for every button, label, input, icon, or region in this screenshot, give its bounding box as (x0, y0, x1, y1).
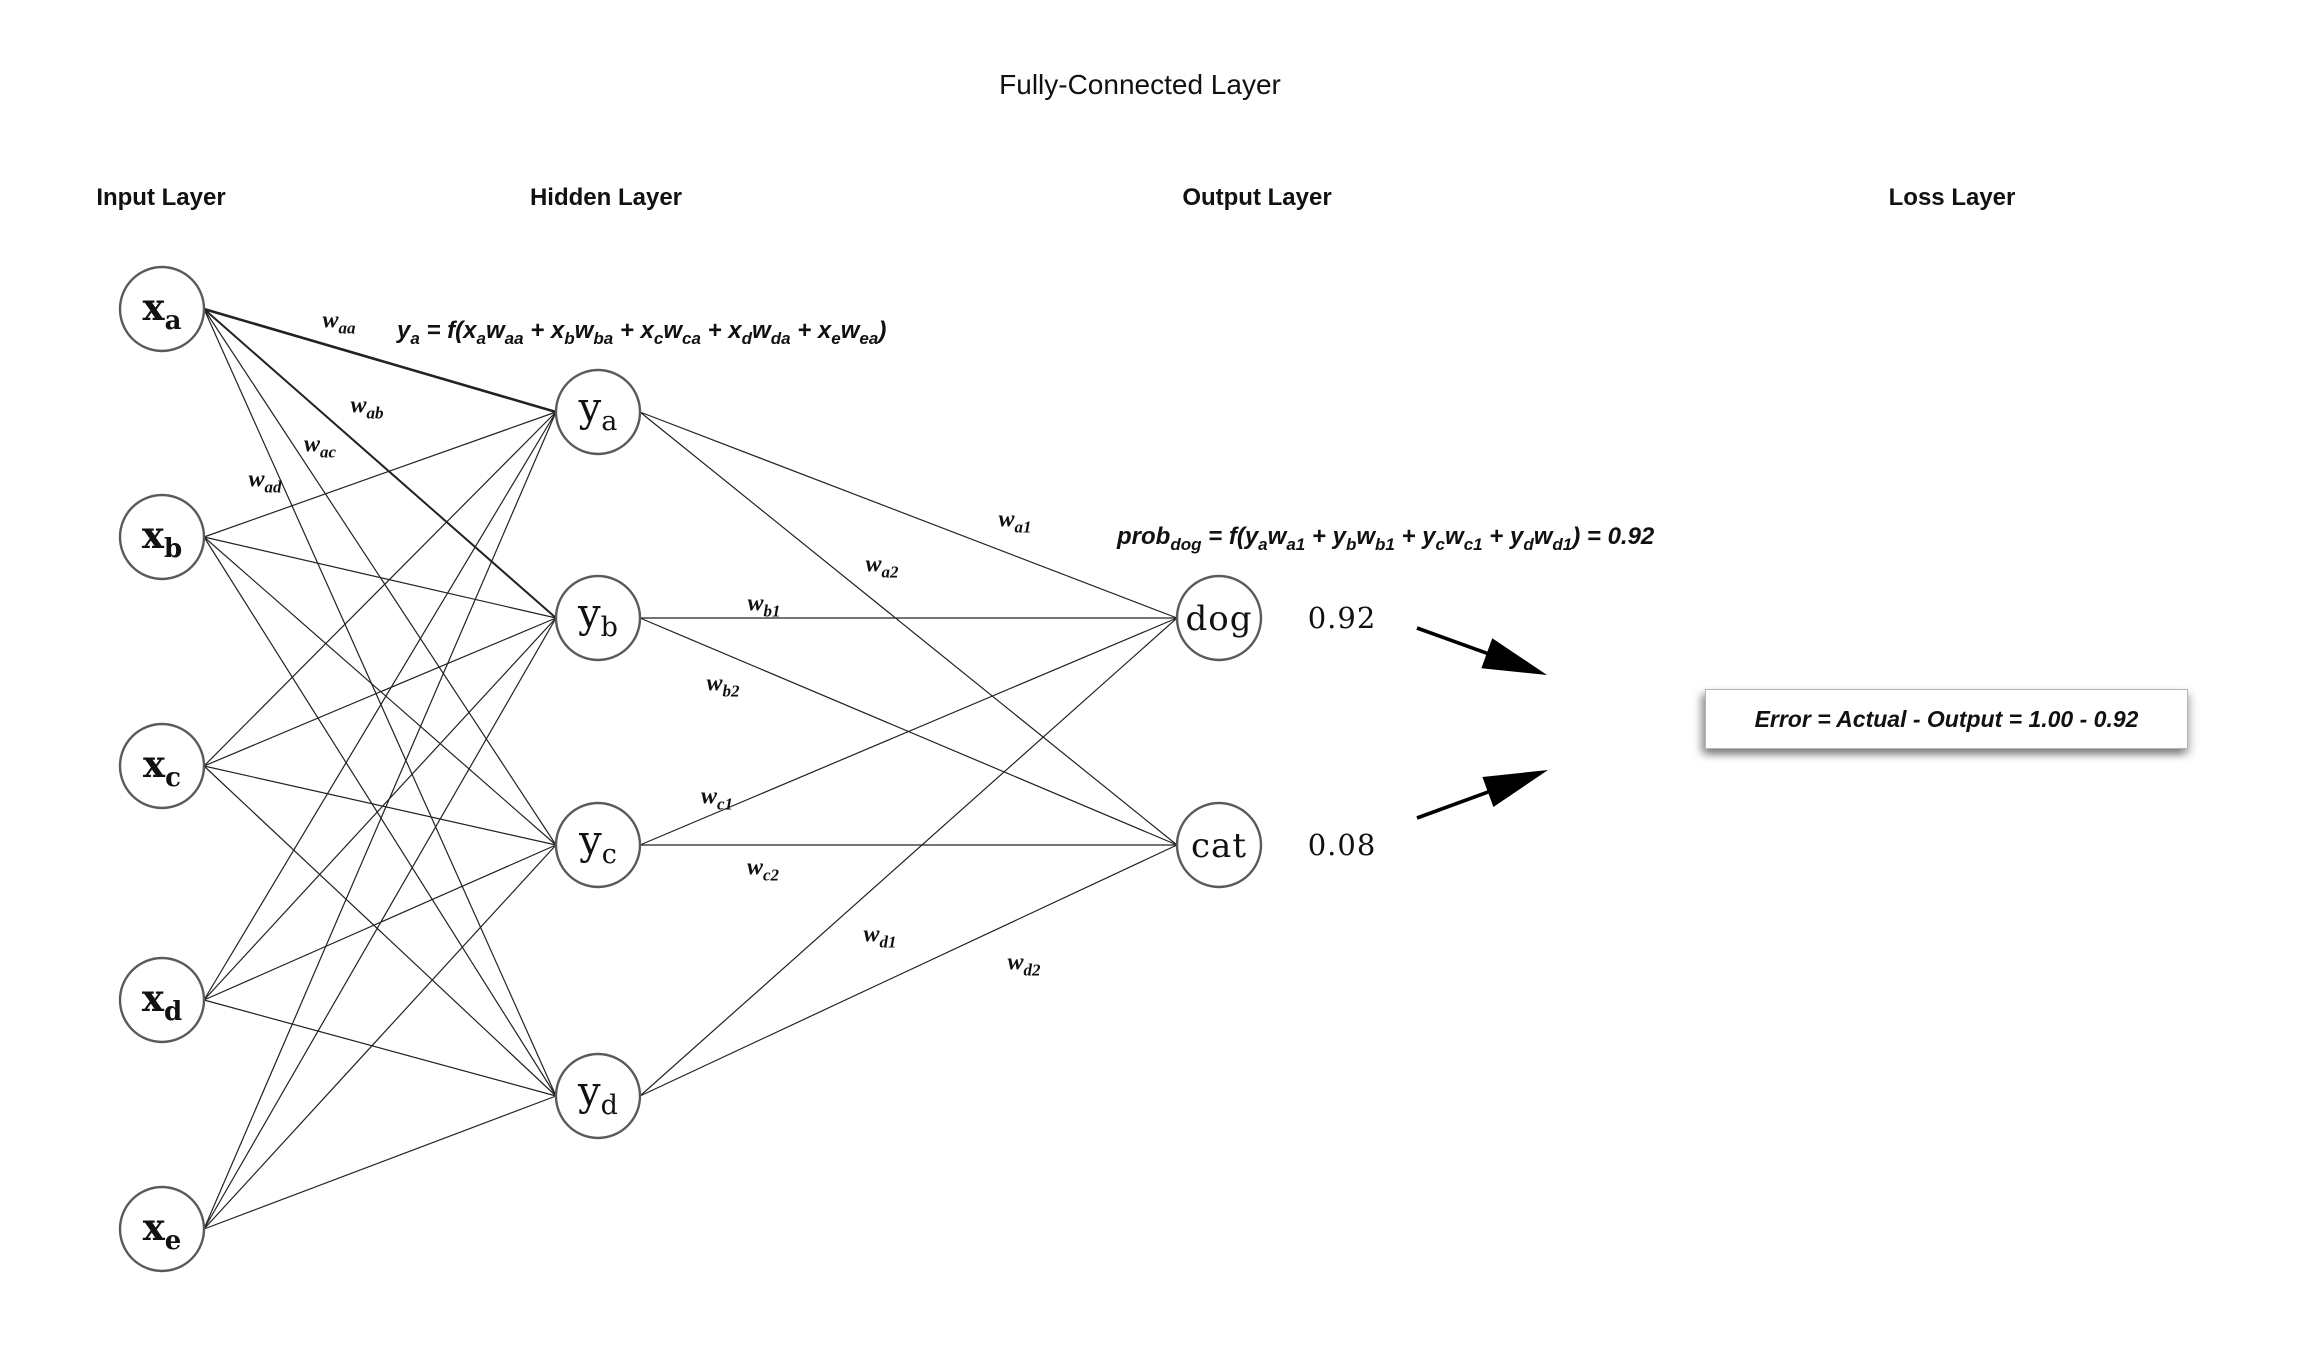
edge-yd-dog (639, 617, 1178, 1097)
node-label-xc: xc (143, 742, 181, 793)
edge-xc-yd (203, 765, 557, 1097)
edge-xe-yd (203, 1095, 557, 1230)
node-label-yc: yc (578, 818, 617, 870)
node-label-dog: dog (1186, 599, 1253, 639)
arrow-line-2 (1416, 787, 1497, 820)
node-xd (118, 956, 206, 1044)
node-label-cat: cat (1191, 826, 1247, 866)
weight-label-wad: wad (248, 466, 282, 497)
layer-label-output: Output Layer (1182, 184, 1332, 211)
edge-xb-yc (203, 536, 557, 846)
weight-label-wc1: wc1 (700, 783, 734, 814)
edge-xd-yd (203, 999, 557, 1097)
node-label-xb: xb (142, 513, 182, 564)
node-label-xe: xe (143, 1205, 182, 1256)
weight-label-wb2: wb2 (706, 670, 740, 701)
arrow-line-1 (1416, 626, 1495, 658)
node-label-xd: xd (142, 976, 182, 1027)
layer-label-input: Input Layer (96, 184, 226, 211)
edge-xb-yd (203, 536, 557, 1097)
node-yd (554, 1052, 642, 1140)
node-ya (554, 368, 642, 456)
loss-error-box: Error = Actual - Output = 1.00 - 0.92 (1705, 689, 2188, 749)
node-label-ya: ya (578, 385, 618, 437)
hidden-activation-formula: ya = f(xawaa + xbwba + xcwca + xdwda + x… (397, 317, 887, 348)
node-label-yb: yb (577, 591, 618, 643)
layer-label-loss: Loss Layer (1888, 184, 2016, 211)
weight-label-wa1: wa1 (998, 506, 1032, 537)
node-dog (1175, 574, 1263, 662)
node-yb (554, 574, 642, 662)
node-xa (118, 265, 206, 353)
node-xe (118, 1185, 206, 1273)
weight-label-wc2: wc2 (746, 854, 780, 885)
arrow-head-1 (1481, 638, 1547, 675)
node-label-yd: yd (577, 1069, 618, 1121)
node-cat (1175, 801, 1263, 889)
output-probability-formula: probdog = f(yawa1 + ybwb1 + ycwc1 + ydwd… (1117, 523, 1655, 554)
weight-label-wb1: wb1 (747, 590, 781, 621)
node-yc (554, 801, 642, 889)
cat-probability-value: 0.08 (1307, 828, 1377, 862)
edge-xe-ya (203, 411, 557, 1230)
edge-xd-yb (203, 617, 557, 1001)
node-xc (118, 722, 206, 810)
edge-xb-yb (203, 536, 557, 619)
layer-label-hidden: Hidden Layer (529, 184, 683, 211)
weight-label-wd1: wd1 (863, 921, 897, 952)
edge-yd-cat (639, 844, 1178, 1097)
edge-xc-yb (203, 617, 557, 767)
edge-xa-yb (203, 308, 557, 619)
edge-xd-ya (203, 411, 557, 1001)
edge-xa-yd (203, 308, 557, 1097)
weight-label-waa: waa (322, 307, 356, 338)
weight-label-wa2: wa2 (865, 551, 899, 582)
edge-xe-yc (203, 844, 557, 1230)
edge-xc-ya (203, 411, 557, 767)
weight-label-wac: wac (303, 431, 337, 462)
arrow-head-2 (1482, 770, 1548, 808)
weight-label-wab: wab (350, 392, 384, 423)
node-xb (118, 493, 206, 581)
dog-probability-value: 0.92 (1307, 601, 1377, 635)
diagram-title: Fully-Connected Layer (999, 69, 1281, 100)
edge-xb-ya (203, 411, 557, 538)
edge-xc-yc (203, 765, 557, 846)
node-label-xa: xa (143, 285, 182, 336)
weight-label-wd2: wd2 (1007, 949, 1041, 980)
edge-yc-dog (639, 617, 1178, 846)
edge-ya-dog (639, 411, 1178, 619)
edge-xa-ya (203, 307, 557, 414)
edge-xe-yb (203, 617, 557, 1230)
edge-ya-cat (639, 411, 1178, 846)
loss-error-text: Error = Actual - Output = 1.00 - 0.92 (1754, 705, 2139, 732)
